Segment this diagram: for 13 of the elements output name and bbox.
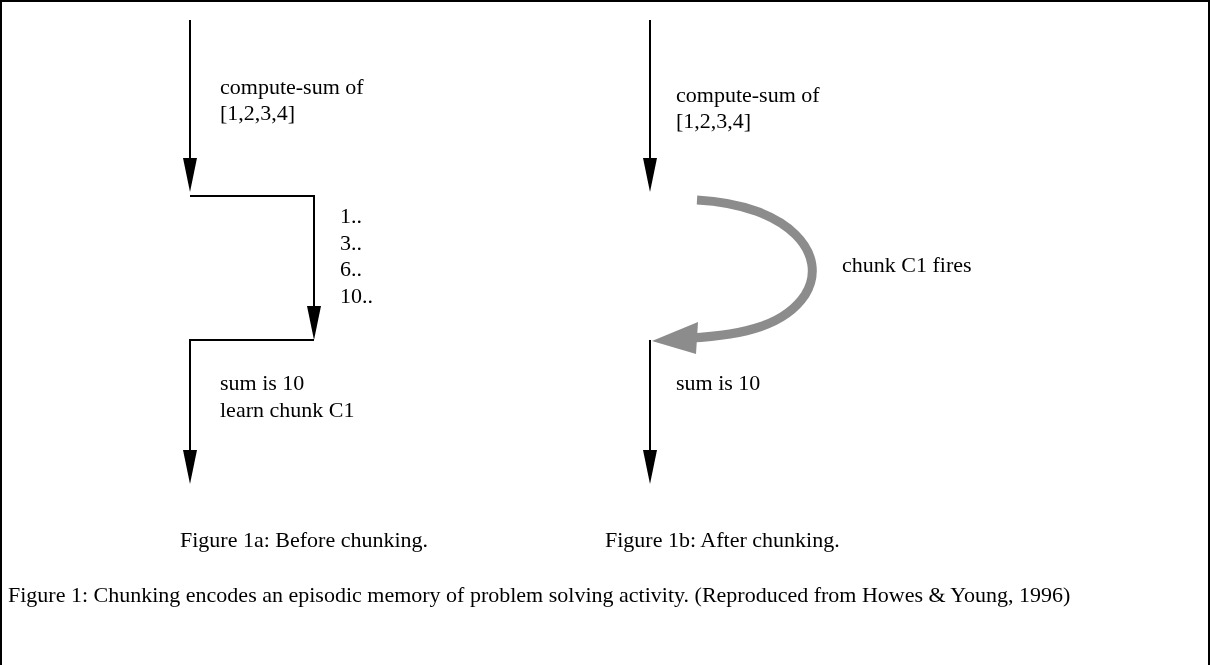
step-label: sum is 10 <box>676 370 762 396</box>
caption: Figure 1: Chunking encodes an episodic memory of problem solving activity. (Reproduced from Howes & Young, 1996) <box>8 582 1072 608</box>
step-label: 6.. <box>340 256 363 282</box>
step-label: sum is 10 <box>220 370 306 396</box>
figure-label: Figure 1a: Before chunking. <box>180 527 430 553</box>
step-label: learn chunk C1 <box>220 397 356 423</box>
step-label: 3.. <box>340 230 363 256</box>
step-label: 10.. <box>340 283 374 309</box>
step-label: compute-sum of [1,2,3,4] <box>676 82 821 134</box>
step-label: chunk C1 fires <box>842 252 973 278</box>
figure-label: Figure 1b: After chunking. <box>605 527 841 553</box>
step-label: 1.. <box>340 203 363 229</box>
step-label: compute-sum of [1,2,3,4] <box>220 74 365 126</box>
